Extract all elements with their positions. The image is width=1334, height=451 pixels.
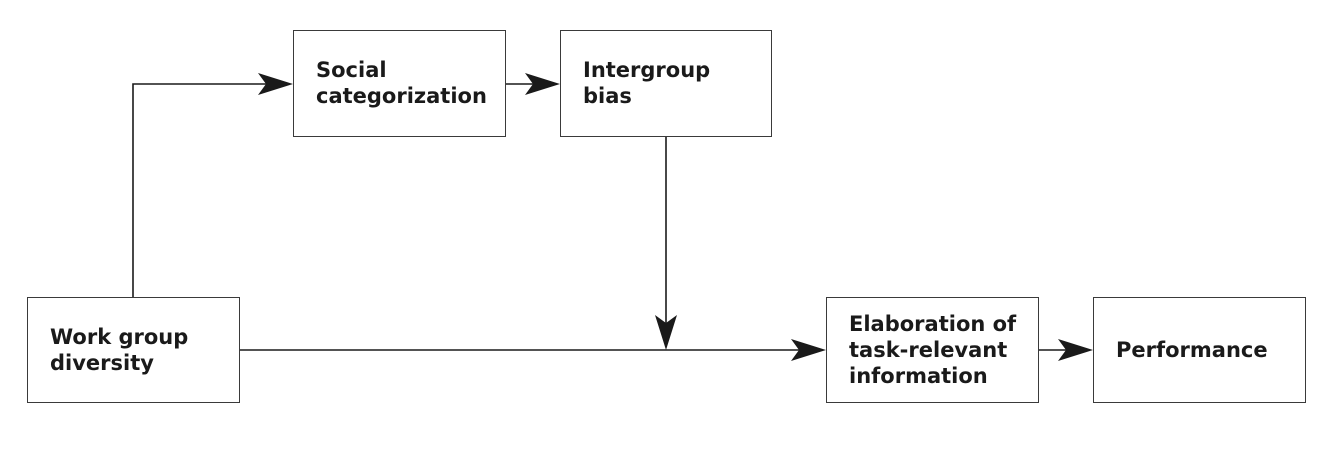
- node-social-categorization: Social categorization: [293, 30, 506, 137]
- node-label-elaboration: Elaboration of task-relevant information: [849, 312, 1017, 388]
- node-label-work-group-diversity: Work group diversity: [50, 325, 189, 375]
- node-elaboration: Elaboration of task-relevant information: [826, 297, 1039, 403]
- arrowhead-diversity-to-social: [258, 73, 293, 95]
- node-performance: Performance: [1093, 297, 1306, 403]
- arrowhead-social-to-bias: [525, 73, 560, 95]
- edge-diversity-to-social: [132, 83, 268, 297]
- arrowhead-bias-to-path: [655, 315, 677, 350]
- node-work-group-diversity: Work group diversity: [27, 297, 240, 403]
- node-label-social-categorization: Social categorization: [316, 58, 487, 108]
- node-label-performance: Performance: [1116, 338, 1268, 362]
- arrowhead-elaboration-to-performance: [1058, 339, 1093, 361]
- node-label-intergroup-bias: Intergroup bias: [583, 58, 711, 108]
- arrowhead-diversity-to-elaboration: [791, 339, 826, 361]
- node-intergroup-bias: Intergroup bias: [560, 30, 772, 137]
